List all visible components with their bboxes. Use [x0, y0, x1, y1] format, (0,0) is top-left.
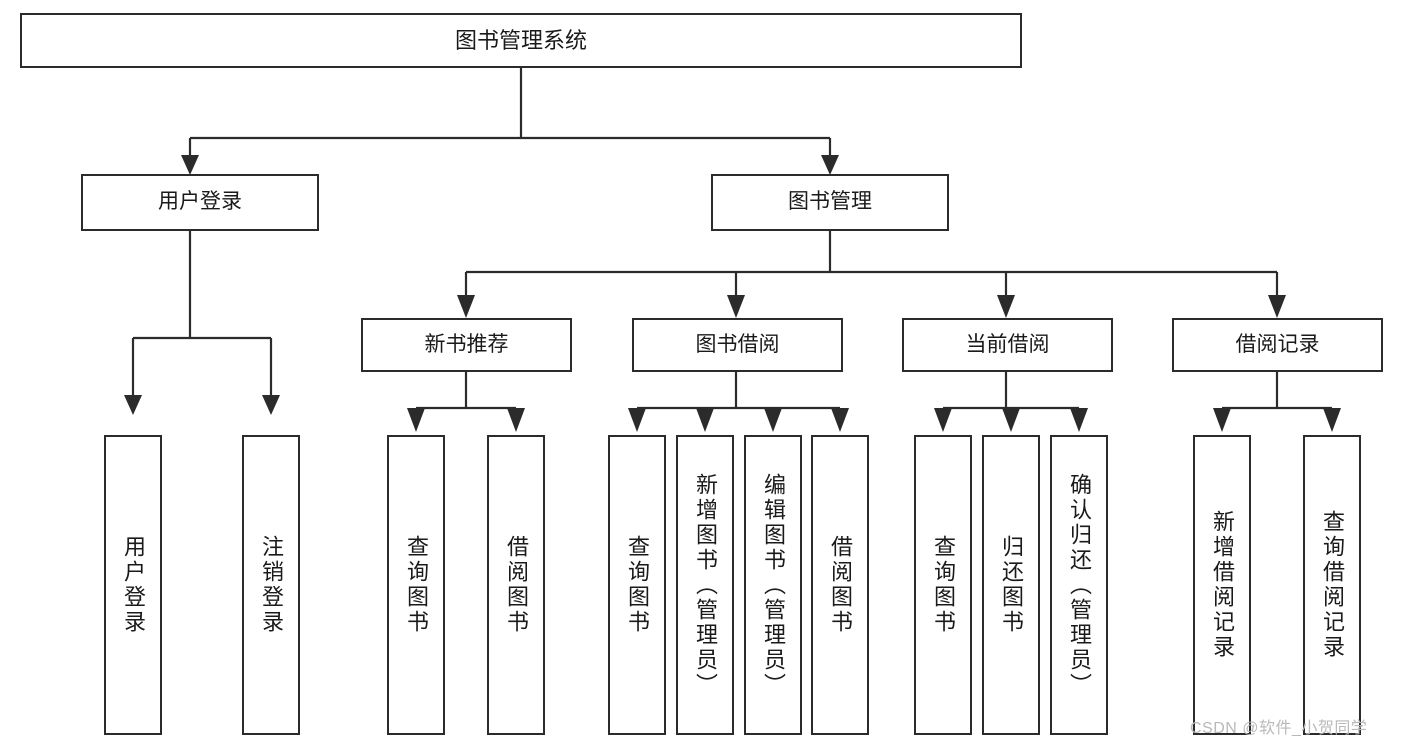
arrowhead-level3-0	[457, 295, 475, 318]
node-label: 图书管理系统	[454, 27, 587, 53]
node-label: 借阅图书	[504, 535, 529, 635]
node-label: 新增借阅记录	[1210, 510, 1235, 660]
arrowhead-user-login	[181, 155, 199, 175]
node-user-login[interactable]: 用户登录	[81, 174, 319, 231]
leaf-current-borrow-2[interactable]: 确认归还（管理员）	[1050, 435, 1108, 735]
node-label: 用户登录	[158, 190, 242, 214]
arrowhead-leaf-current-0	[934, 408, 952, 432]
arrowhead-leaf-record-0	[1213, 408, 1231, 432]
arrowhead-level3-3	[1268, 295, 1286, 318]
arrowhead-leaf-current-2	[1070, 408, 1088, 432]
node-label: 查询图书	[931, 535, 956, 635]
arrowhead-leaf-newbook-1	[507, 408, 525, 432]
node-book-management[interactable]: 图书管理	[711, 174, 949, 231]
node-label: 图书管理	[788, 190, 872, 214]
node-current-borrow[interactable]: 当前借阅	[902, 318, 1113, 372]
node-label: 图书借阅	[695, 332, 780, 356]
leaf-borrow-record-1[interactable]: 查询借阅记录	[1303, 435, 1361, 735]
arrowhead-leaf-borrow-0	[628, 408, 646, 432]
node-root-book-management-system[interactable]: 图书管理系统	[20, 13, 1022, 68]
node-label: 注销登录	[259, 535, 284, 635]
arrowhead-leaf-newbook-0	[407, 408, 425, 432]
arrowhead-leaf-user-login-1	[262, 395, 280, 415]
node-label: 查询图书	[404, 535, 429, 635]
arrowhead-leaf-record-1	[1323, 408, 1341, 432]
node-label: 新增图书（管理员）	[693, 472, 718, 698]
leaf-user-login-1[interactable]: 注销登录	[242, 435, 300, 735]
node-label: 查询借阅记录	[1320, 510, 1345, 660]
arrowhead-leaf-borrow-3	[831, 408, 849, 432]
arrowhead-leaf-current-1	[1002, 408, 1020, 432]
leaf-user-login-0[interactable]: 用户登录	[104, 435, 162, 735]
node-label: 确认归还（管理员）	[1067, 472, 1092, 698]
arrowhead-book-mgmt	[821, 155, 839, 175]
leaf-book-borrow-0[interactable]: 查询图书	[608, 435, 666, 735]
leaf-book-borrow-2[interactable]: 编辑图书（管理员）	[744, 435, 802, 735]
leaf-book-borrow-3[interactable]: 借阅图书	[811, 435, 869, 735]
leaf-current-borrow-0[interactable]: 查询图书	[914, 435, 972, 735]
node-label: 借阅记录	[1235, 332, 1320, 356]
arrowhead-level3-1	[727, 295, 745, 318]
leaf-borrow-record-0[interactable]: 新增借阅记录	[1193, 435, 1251, 735]
leaf-new-book-recommend-0[interactable]: 查询图书	[387, 435, 445, 735]
leaf-current-borrow-1[interactable]: 归还图书	[982, 435, 1040, 735]
node-new-book-recommend[interactable]: 新书推荐	[361, 318, 572, 372]
node-label: 借阅图书	[828, 535, 853, 635]
node-label: 用户登录	[121, 535, 146, 635]
arrowhead-level3-2	[997, 295, 1015, 318]
node-label: 新书推荐	[424, 332, 509, 356]
arrowhead-leaf-borrow-2	[764, 408, 782, 432]
leaf-new-book-recommend-1[interactable]: 借阅图书	[487, 435, 545, 735]
leaf-book-borrow-1[interactable]: 新增图书（管理员）	[676, 435, 734, 735]
node-borrow-record[interactable]: 借阅记录	[1172, 318, 1383, 372]
node-label: 归还图书	[999, 535, 1024, 635]
arrowhead-leaf-borrow-1	[696, 408, 714, 432]
node-label: 编辑图书（管理员）	[761, 472, 786, 698]
node-label: 当前借阅	[965, 332, 1050, 356]
node-book-borrow[interactable]: 图书借阅	[632, 318, 843, 372]
arrowhead-leaf-user-login-0	[124, 395, 142, 415]
node-label: 查询图书	[625, 535, 650, 635]
